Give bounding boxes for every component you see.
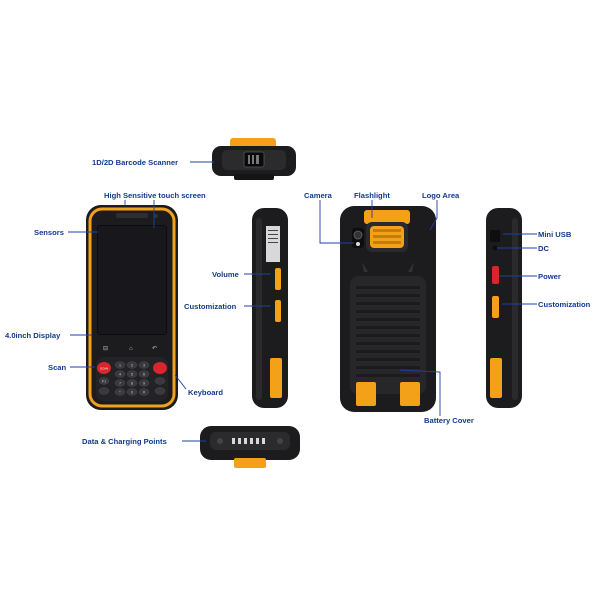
- label-touch-screen: High Sensitive touch screen: [104, 191, 206, 200]
- key-2: 2: [131, 363, 133, 367]
- key-4: 4: [119, 372, 121, 376]
- label-customization-right: Customization: [538, 300, 591, 309]
- key-5: 5: [131, 372, 133, 376]
- key-8: 8: [131, 381, 133, 385]
- key-6: 6: [143, 372, 145, 376]
- label-barcode-scanner: 1D/2D Barcode Scanner: [92, 158, 179, 167]
- scan-key-label: SCAN: [100, 366, 108, 370]
- key-3: 3: [143, 363, 145, 367]
- device-front-view: ⊟ ⌂ ↶ 1 2 3 4 5 6 7 8 9 * 0 # F1 SCAN: [86, 205, 178, 410]
- label-customization-left: Customization: [184, 302, 237, 311]
- svg-text:⊟: ⊟: [103, 346, 108, 352]
- key-star: *: [119, 390, 121, 394]
- device-back-view: [340, 206, 436, 412]
- flashlight: [356, 242, 360, 246]
- device-top-view: [212, 138, 296, 180]
- device-bottom-view: [200, 426, 300, 468]
- mini-usb-port: [490, 230, 500, 242]
- key-1: 1: [119, 363, 121, 367]
- svg-text:↶: ↶: [152, 345, 157, 352]
- customization-button-left: [275, 300, 281, 322]
- volume-button: [275, 268, 281, 290]
- label-battery-cover: Battery Cover: [424, 416, 474, 425]
- label-volume: Volume: [212, 270, 239, 279]
- charging-pins: [232, 438, 265, 444]
- label-flashlight: Flashlight: [354, 191, 390, 200]
- label-logo-area: Logo Area: [422, 191, 460, 200]
- power-button: [492, 266, 499, 284]
- scan-key-right: [153, 362, 167, 374]
- key-9: 9: [143, 381, 145, 385]
- label-sensors: Sensors: [34, 228, 64, 237]
- label-dc: DC: [538, 244, 549, 253]
- label-power: Power: [538, 272, 561, 281]
- key-7: 7: [119, 381, 121, 385]
- label-keyboard: Keyboard: [188, 388, 224, 397]
- label-charging-points: Data & Charging Points: [82, 437, 167, 446]
- label-display: 4.0inch Display: [5, 331, 61, 340]
- svg-text:⌂: ⌂: [129, 346, 133, 352]
- label-scan: Scan: [48, 363, 67, 372]
- device-left-side-view: [252, 208, 288, 408]
- key-hash: #: [143, 390, 145, 394]
- key-0: 0: [131, 390, 133, 394]
- scan-key-left: [97, 362, 111, 374]
- label-camera: Camera: [304, 191, 332, 200]
- key-f1: F1: [102, 379, 106, 383]
- device-right-side-view: [486, 208, 522, 408]
- label-mini-usb: Mini USB: [538, 230, 572, 239]
- dc-port: [492, 245, 498, 251]
- customization-button-right: [492, 296, 499, 318]
